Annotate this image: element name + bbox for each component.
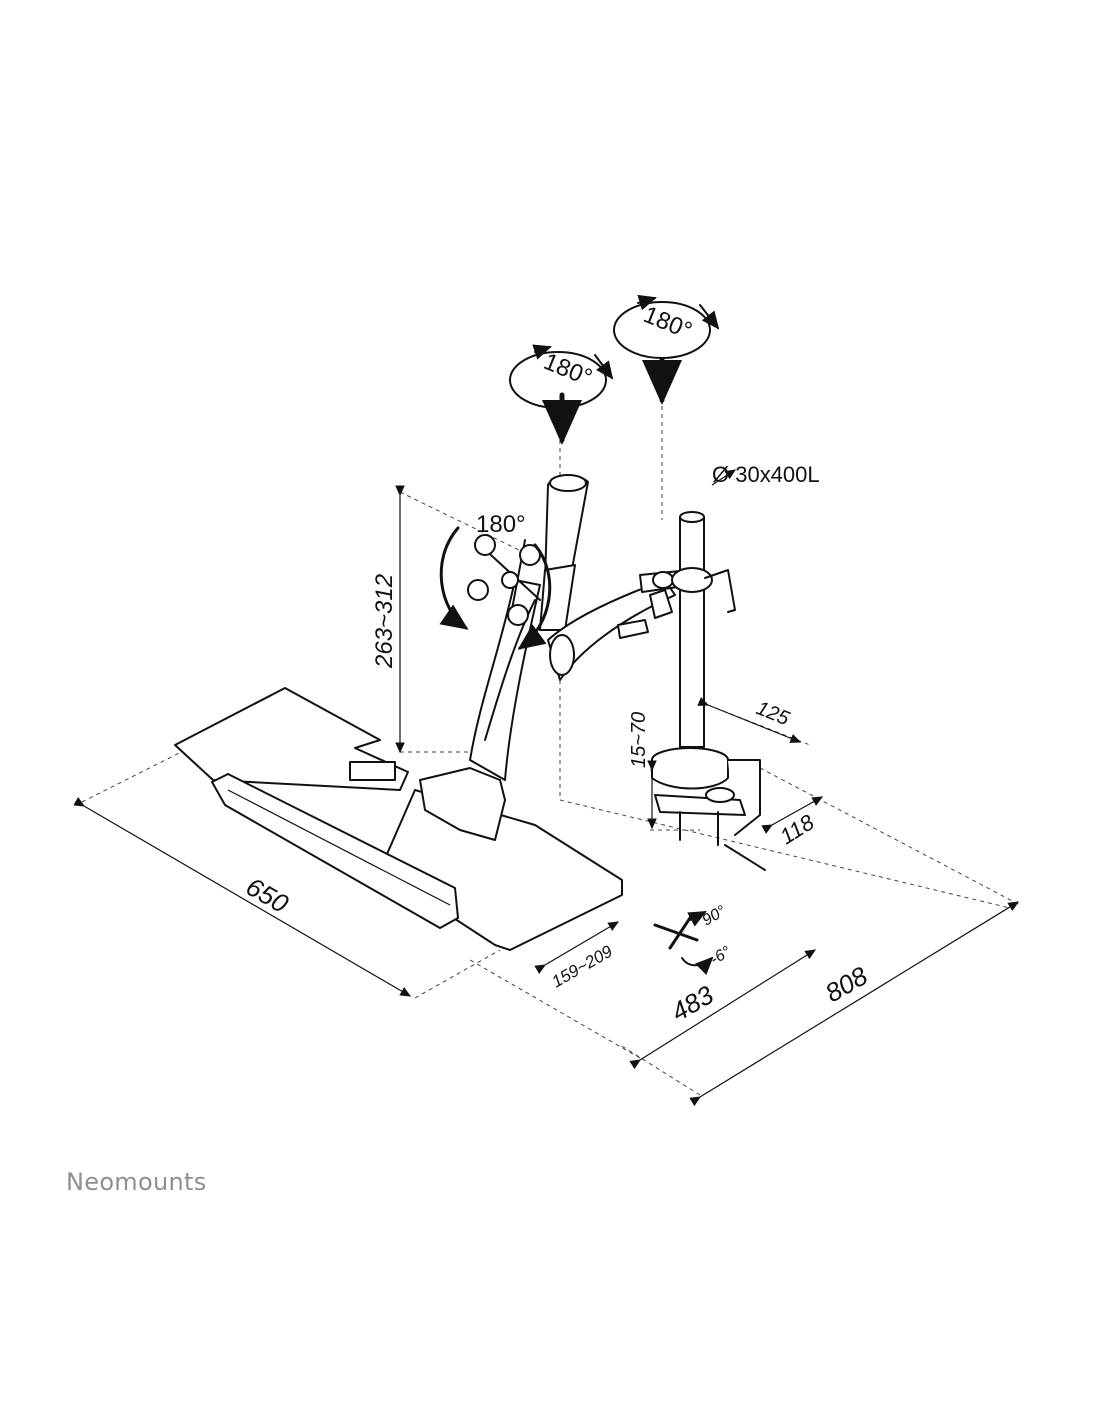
tray-depth-label: 159~209	[549, 941, 617, 991]
rotation-indicator-right	[613, 294, 720, 405]
clamp-thickness-label: 15~70	[628, 712, 650, 768]
clamp-width-label: 118	[775, 809, 819, 849]
height-range-label: 263~312	[371, 574, 398, 669]
brand-logo: Neomounts	[66, 1168, 207, 1196]
keyboard-tray	[174, 687, 623, 951]
rotation-indicator-monitor	[439, 526, 552, 650]
tilt-up-label: 90°	[700, 902, 730, 929]
total-reach-label: 808	[820, 960, 873, 1008]
rotate-top-right-label: 180°	[640, 301, 696, 345]
tilt-down-label: -6°	[708, 943, 735, 968]
rotate-monitor-label: 180°	[476, 511, 526, 538]
reach-label: 483	[666, 979, 719, 1027]
dimension-lines	[73, 469, 1020, 1107]
rotate-top-left-label: 180°	[540, 348, 596, 392]
rotation-indicator-left	[509, 344, 614, 445]
pole-spec-label: Ø 30x400L	[712, 462, 820, 487]
desk-clamp	[651, 747, 766, 871]
tray-width-label: 650	[241, 871, 294, 919]
vesa-plate	[467, 534, 541, 626]
